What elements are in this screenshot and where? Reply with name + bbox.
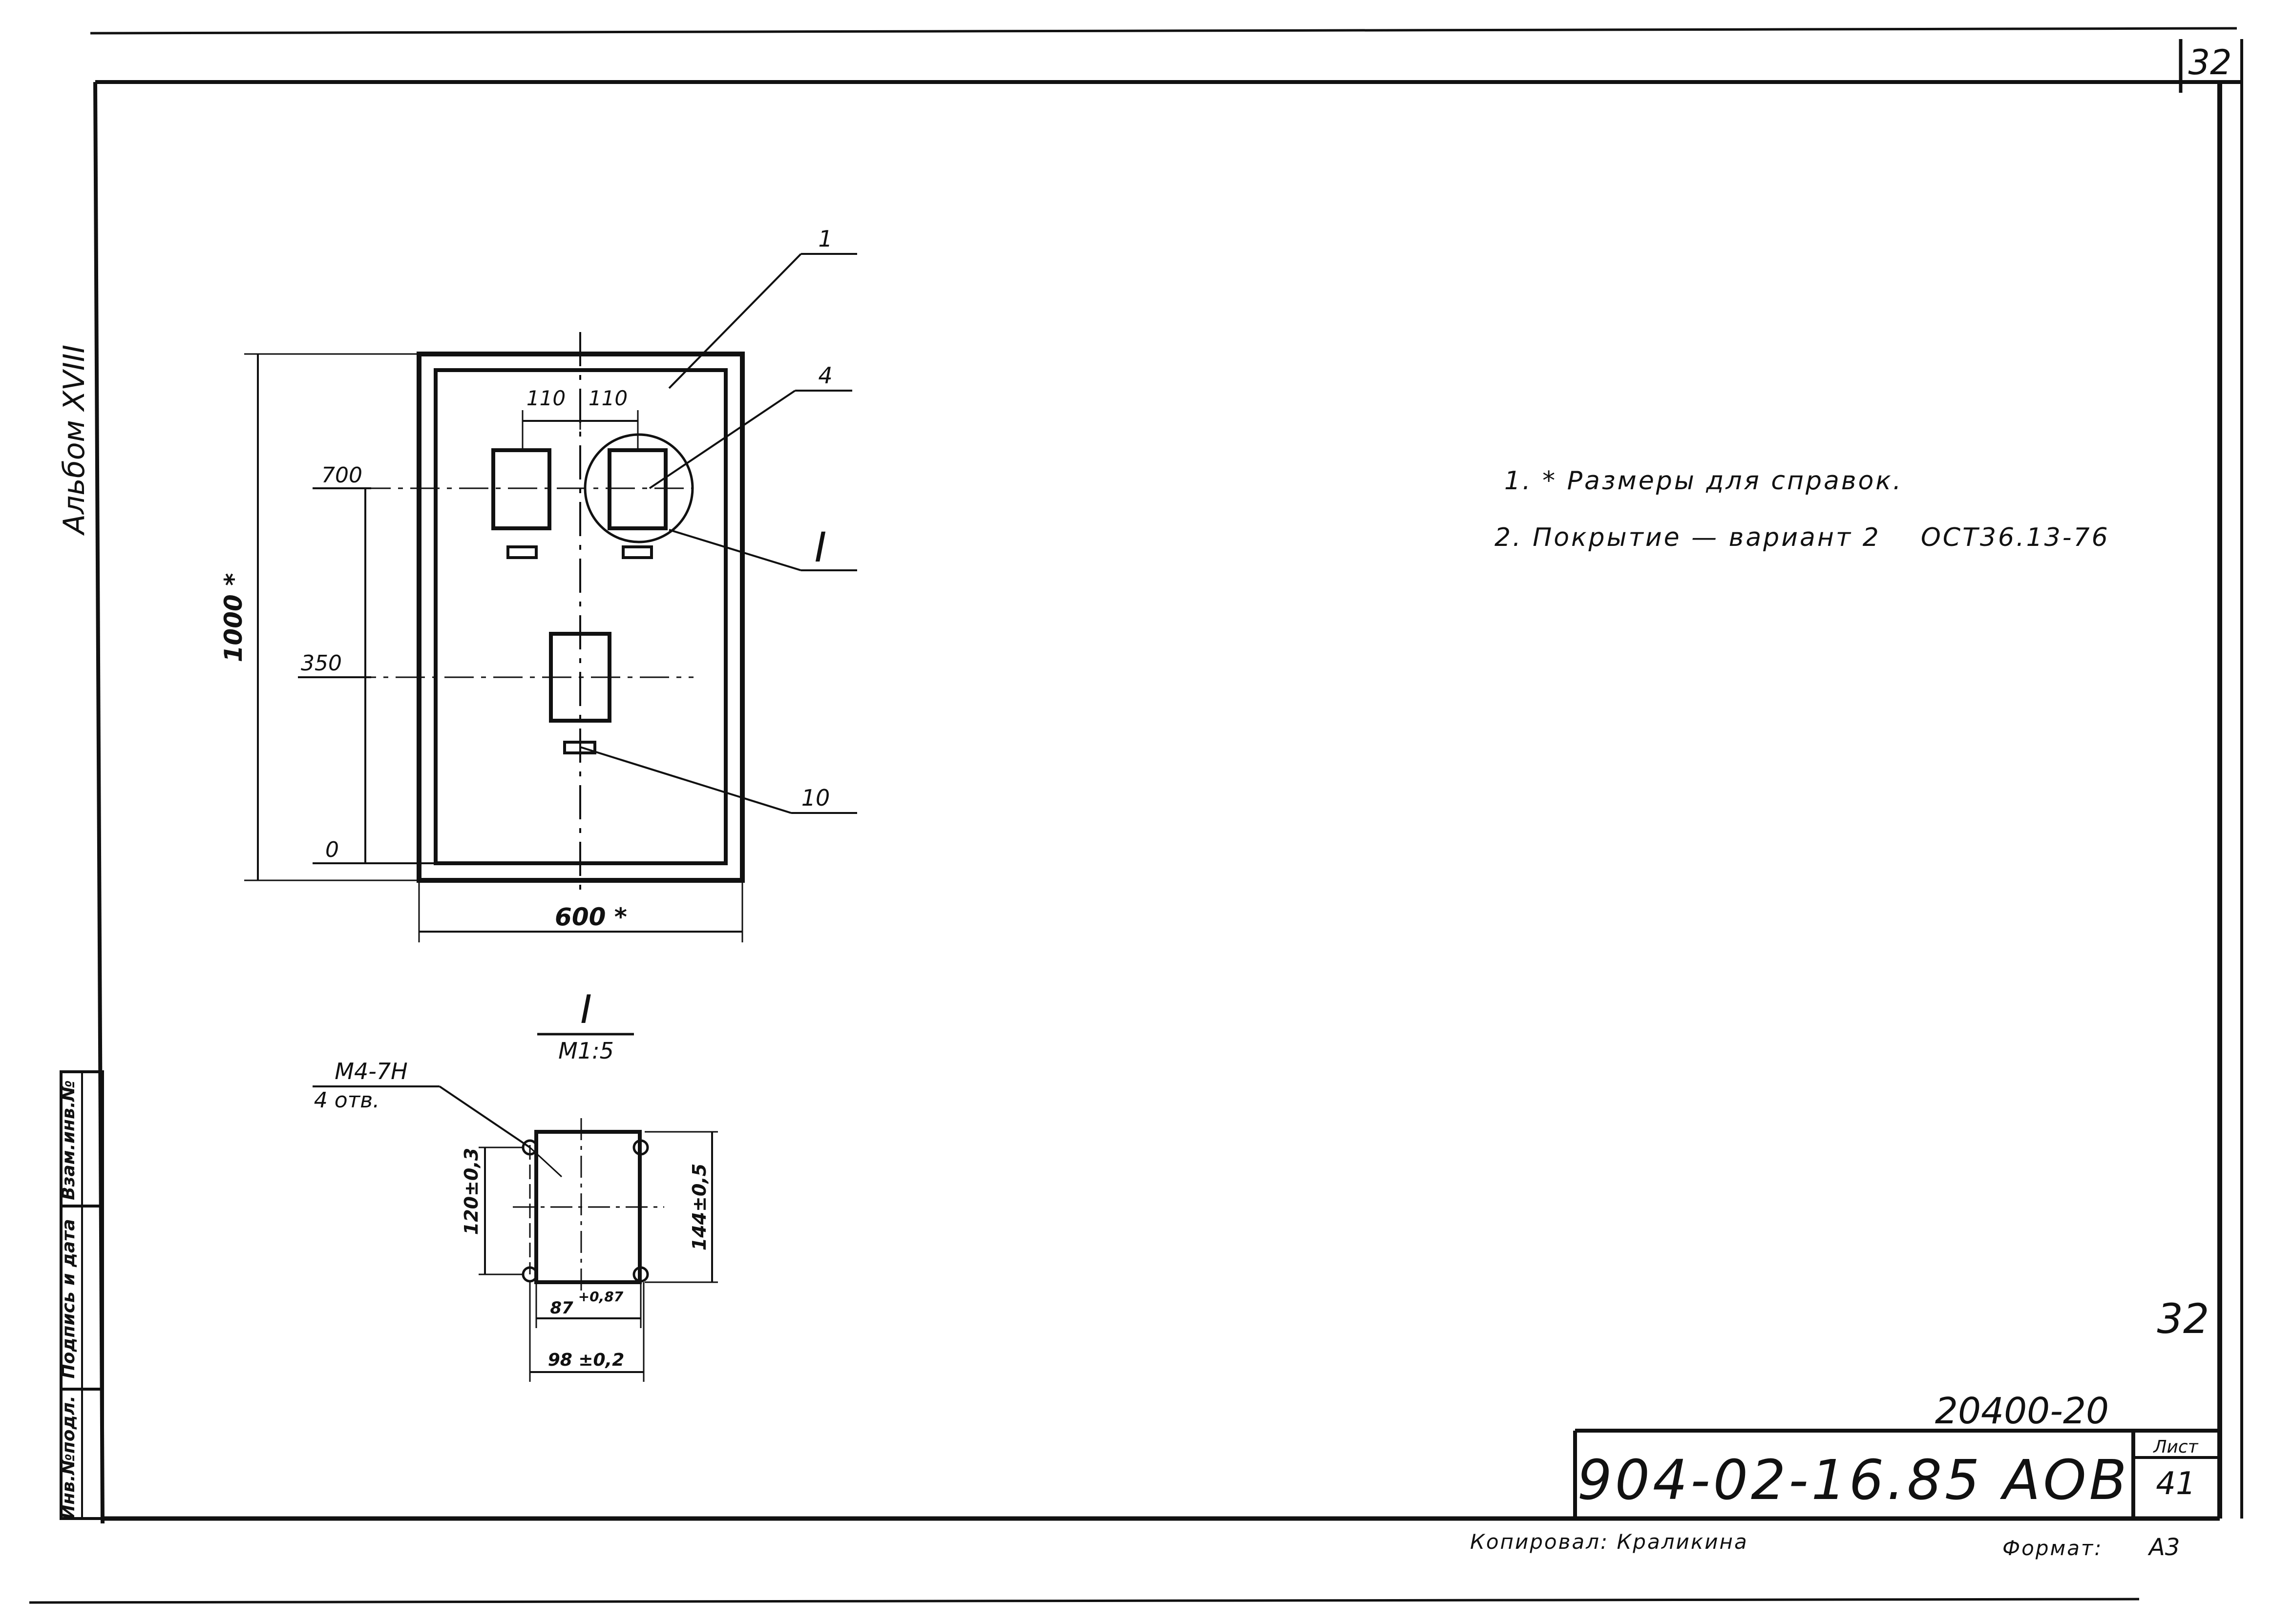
detail-scale: М1:5 bbox=[558, 1038, 614, 1064]
sheet-label: Лист bbox=[2152, 1437, 2198, 1457]
album-label: Альбом XVIII bbox=[57, 345, 91, 536]
main-view-dimensions bbox=[244, 353, 743, 942]
sheet-frame bbox=[29, 27, 2243, 1604]
dim-110-right: 110 bbox=[589, 386, 628, 410]
designation: 904-02-16.85 АОВ bbox=[1578, 1449, 2130, 1512]
dim-87-label: 87 bbox=[550, 1298, 573, 1318]
dim-144-label: 144±0,5 bbox=[689, 1164, 710, 1250]
inventory-number: 20400-20 bbox=[1935, 1390, 2109, 1432]
callout-leaders bbox=[580, 253, 857, 814]
callout-4: 4 bbox=[818, 362, 832, 389]
left-stamp-strip bbox=[60, 1070, 104, 1520]
width-dim-label: 600 * bbox=[555, 903, 627, 931]
format-label: Формат: bbox=[2002, 1536, 2103, 1560]
sheet-corner-number: 32 bbox=[2188, 42, 2231, 83]
dim-110-left: 110 bbox=[526, 386, 566, 410]
dim-120-label: 120±0,3 bbox=[461, 1148, 482, 1235]
level-350-label: 350 bbox=[301, 651, 342, 676]
note-1: 1. * Размеры для справок. bbox=[1504, 466, 1903, 496]
stamp-label-replace: Взам.инв.№ bbox=[59, 1080, 79, 1200]
page-number-handwritten: 32 bbox=[2157, 1295, 2209, 1343]
detail-title: I bbox=[580, 987, 592, 1032]
level-700-label: 700 bbox=[321, 463, 362, 488]
holes-label: 4 отв. bbox=[314, 1088, 379, 1113]
dim-98-label: 98 ±0,2 bbox=[548, 1350, 625, 1370]
thread-label: М4-7Н bbox=[335, 1058, 407, 1084]
panel-main-view bbox=[298, 332, 745, 898]
section-mark-i: I bbox=[815, 523, 827, 571]
callout-1: 1 bbox=[818, 226, 832, 252]
detail-view bbox=[313, 1085, 718, 1382]
level-0-label: 0 bbox=[325, 837, 339, 862]
note-2: 2. Покрытие — вариант 2 ОСТ36.13-76 bbox=[1494, 523, 2110, 552]
height-dim-label: 1000 * bbox=[219, 573, 248, 663]
sheet-number: 41 bbox=[2156, 1466, 2195, 1502]
stamp-label-inventory: Инв.№подл. bbox=[59, 1395, 79, 1520]
callout-10: 10 bbox=[801, 785, 830, 811]
format-value: А3 bbox=[2147, 1534, 2180, 1561]
stamp-label-signature: Подпись и дата bbox=[59, 1219, 79, 1379]
title-block bbox=[1573, 1429, 2220, 1519]
dim-87-tolerance: +0,87 bbox=[578, 1289, 624, 1305]
copied-by: Копировал: Краликина bbox=[1470, 1530, 1748, 1554]
